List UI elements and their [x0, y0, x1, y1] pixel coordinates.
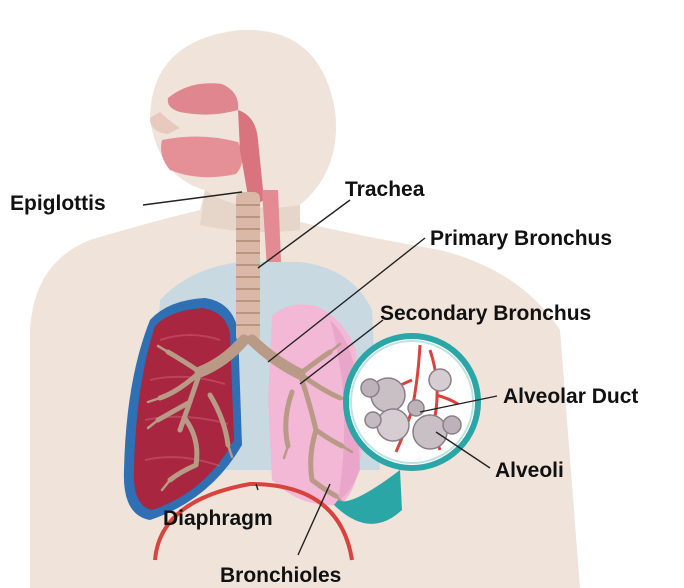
trachea: [236, 192, 260, 342]
oral-cavity: [161, 136, 243, 177]
label-epiglottis: Epiglottis: [10, 192, 106, 215]
trachea-tube: [236, 192, 260, 342]
label-bronchioles: Bronchioles: [220, 564, 341, 587]
label-alveolar-duct: Alveolar Duct: [503, 385, 638, 408]
label-secondary-bronchus: Secondary Bronchus: [380, 302, 591, 325]
label-alveoli: Alveoli: [495, 459, 564, 482]
label-diaphragm: Diaphragm: [163, 507, 273, 530]
label-primary-bronchus: Primary Bronchus: [430, 227, 612, 250]
label-trachea: Trachea: [345, 178, 425, 201]
